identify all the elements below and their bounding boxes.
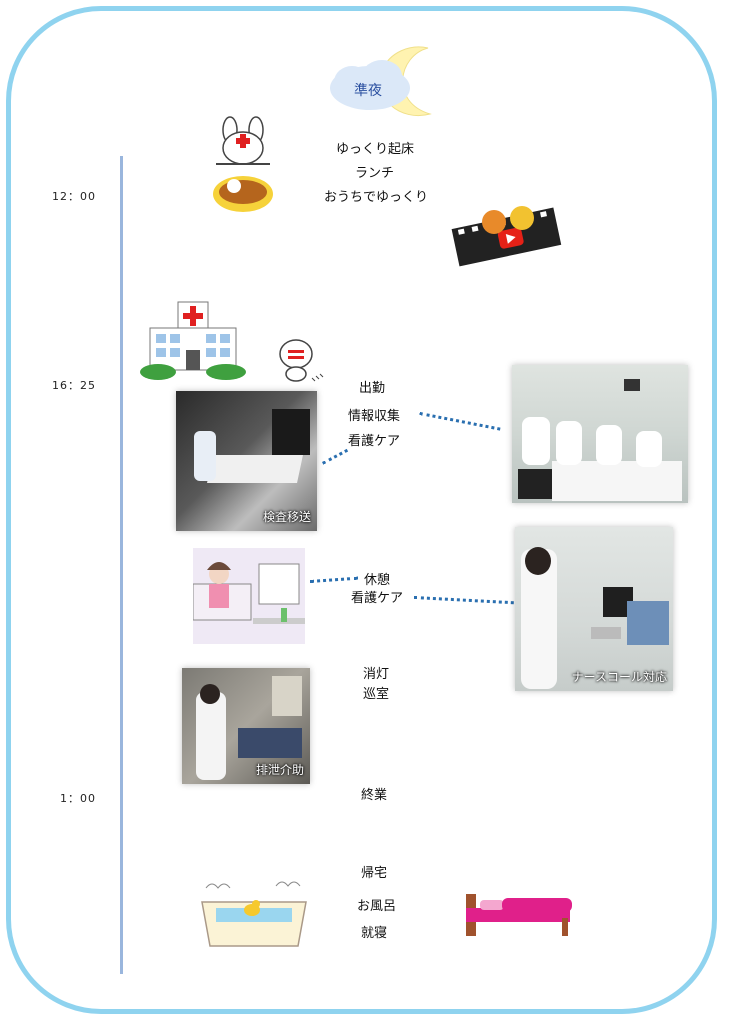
- moon-cloud-icon: [330, 46, 432, 116]
- activity-text: 就寝: [361, 926, 388, 941]
- time-label: 12：00: [52, 190, 96, 203]
- mascot-lunch-icon: [213, 116, 273, 212]
- nurse-call-photo: ナースコール対応: [515, 527, 673, 691]
- activity-text: 出勤: [359, 381, 386, 396]
- photo-caption: 検査移送: [262, 510, 311, 524]
- mascot-running-icon: [279, 339, 324, 382]
- photo-caption: ナースコール対応: [571, 670, 667, 684]
- hospital-icon: [140, 301, 246, 380]
- break-illustration-icon: [193, 548, 305, 644]
- photo-caption: 排泄介助: [255, 763, 304, 777]
- activity-text: おうちでゆっくり: [324, 190, 429, 205]
- time-label: 16：25: [52, 379, 96, 392]
- bathtub-icon: [201, 881, 307, 947]
- activity-text: 看護ケア: [351, 591, 404, 606]
- shift-title: 準夜: [354, 83, 382, 99]
- activity-text: 帰宅: [361, 866, 388, 881]
- activity-text: ゆっくり起床: [336, 142, 415, 157]
- activity-text: 情報収集: [348, 409, 401, 424]
- activity-text: 看護ケア: [348, 434, 401, 449]
- activity-text: お風呂: [357, 899, 397, 914]
- time-label: 1：00: [60, 792, 96, 805]
- bed-icon: [466, 894, 572, 936]
- excretion-assist-photo: 排泄介助: [182, 668, 310, 784]
- transport-photo: 検査移送: [176, 391, 317, 531]
- page-frame: [6, 6, 717, 1014]
- activity-text: ランチ: [355, 166, 395, 181]
- activity-text: 終業: [361, 788, 388, 803]
- activity-text: 消灯: [363, 667, 390, 682]
- activity-text: 巡室: [363, 687, 390, 702]
- nurse-station-photo: [512, 365, 688, 503]
- timeline-line: [120, 156, 123, 974]
- video-film-icon: [451, 206, 562, 267]
- activity-text: 休憩: [364, 573, 391, 588]
